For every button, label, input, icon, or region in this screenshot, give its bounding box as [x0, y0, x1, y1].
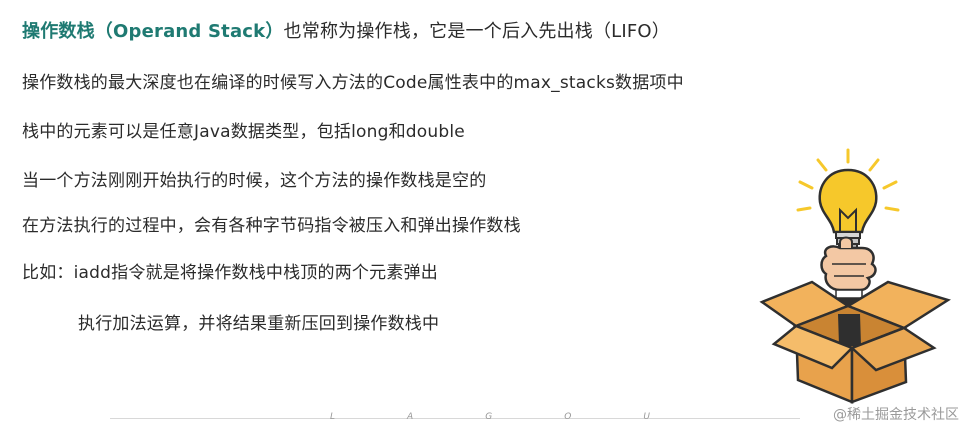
footer-brand-letters: L A G O U	[330, 412, 650, 422]
line-initial-empty: 当一个方法刚刚开始执行的时候，这个方法的操作数栈是空的	[22, 171, 487, 191]
footer-divider	[110, 418, 800, 419]
line-iadd-example: 比如：iadd指令就是将操作数栈中栈顶的两个元素弹出	[22, 263, 438, 283]
line-iadd-continuation: 执行加法运算，并将结果重新压回到操作数栈中	[78, 314, 440, 334]
line-push-pop: 在方法执行的过程中，会有各种字节码指令被压入和弹出操作数栈	[22, 216, 521, 236]
light-rays-icon	[796, 148, 900, 212]
footer-letter: L	[330, 412, 336, 422]
definition-text: 也常称为操作栈，它是一个后入先出栈（LIFO）	[283, 21, 671, 42]
footer-letter: O	[564, 412, 572, 422]
term-operand-stack: 操作数栈（Operand Stack）	[22, 21, 284, 42]
hand-icon	[820, 236, 877, 292]
footer-letter: A	[407, 412, 414, 422]
footer-letter: G	[485, 412, 493, 422]
footer-letter: U	[643, 412, 650, 422]
line-max-depth: 操作数栈的最大深度也在编译的时候写入方法的Code属性表中的max_stacks…	[22, 73, 684, 93]
line-operand-stack-definition: 操作数栈（Operand Stack）也常称为操作栈，它是一个后入先出栈（LIF…	[22, 21, 670, 43]
watermark: @稀土掘金技术社区	[833, 407, 959, 423]
line-element-types: 栈中的元素可以是任意Java数据类型，包括long和double	[22, 122, 465, 142]
lightbulb-box-illustration	[759, 148, 951, 404]
